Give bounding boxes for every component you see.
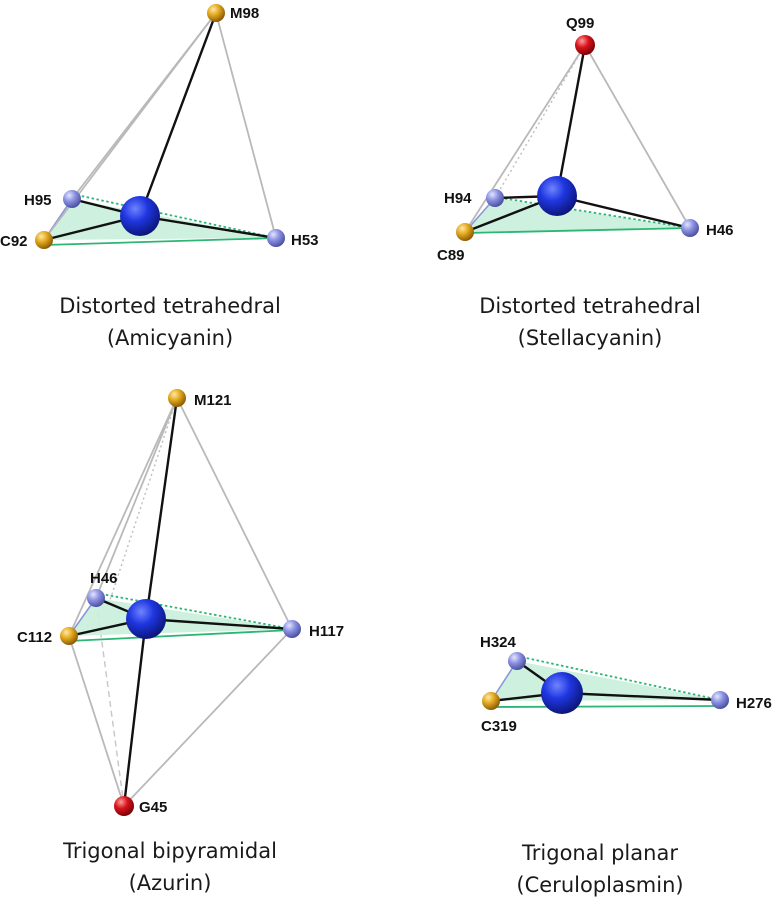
plane-edge — [464, 227, 691, 234]
nitrogen-atom — [283, 620, 301, 638]
caption-azurin: Trigonal bipyramidal (Azurin) — [20, 835, 320, 899]
bipyramid-edge — [123, 628, 293, 807]
caption-ceruloplasmin: Trigonal planar (Ceruloplasmin) — [450, 837, 750, 901]
caption-stellacyanin: Distorted tetrahedral (Stellacyanin) — [440, 290, 740, 354]
geometry-name: Distorted tetrahedral — [479, 294, 701, 318]
atom-label: C112 — [17, 629, 52, 646]
bond — [144, 396, 179, 621]
geometry-name: Distorted tetrahedral — [59, 294, 281, 318]
panel-azurin: M121 H46 C112 H117 G45 — [17, 389, 344, 816]
plane-edge — [68, 629, 293, 642]
sulfur-atom — [207, 4, 225, 22]
atom-label: M121 — [194, 392, 232, 409]
bipyramid-edge — [176, 397, 293, 630]
bond — [555, 194, 692, 230]
coordination-plane — [465, 198, 690, 232]
protein-name: (Stellacyanin) — [517, 326, 663, 350]
atom-label: H46 — [90, 570, 118, 587]
protein-name: (Amicyanin) — [106, 326, 234, 350]
atom-label: C92 — [0, 233, 28, 250]
coordination-plane — [69, 598, 292, 636]
atom-label: H46 — [706, 222, 734, 239]
nitrogen-atom — [63, 190, 81, 208]
atom-label: H324 — [480, 634, 517, 651]
sulfur-atom — [456, 223, 474, 241]
sulfur-atom — [168, 389, 186, 407]
copper-atom — [120, 196, 160, 236]
tetrahedron-edge — [464, 44, 586, 233]
bond — [138, 11, 218, 218]
geometry-name: Trigonal bipyramidal — [63, 839, 277, 863]
protein-name: (Ceruloplasmin) — [516, 873, 684, 897]
atom-label: G45 — [139, 799, 167, 816]
oxygen-atom — [575, 35, 595, 55]
copper-atom — [541, 672, 583, 714]
copper-atom — [126, 599, 166, 639]
panel-ceruloplasmin: H324 C319 H276 — [480, 634, 772, 735]
atom-label: H276 — [736, 695, 772, 712]
bond — [122, 617, 148, 808]
atom-label: H95 — [24, 192, 52, 209]
sulfur-atom — [482, 692, 500, 710]
bond — [555, 43, 587, 198]
atom-label: H53 — [291, 232, 319, 249]
protein-name: (Azurin) — [128, 871, 212, 895]
panel-amicyanin: M98 H95 C92 H53 — [0, 4, 319, 250]
bond — [138, 214, 278, 240]
atom-label: M98 — [230, 5, 259, 22]
plane-edge — [43, 237, 277, 246]
atom-label: C89 — [437, 247, 465, 264]
sulfur-atom — [35, 231, 53, 249]
tetrahedron-edge — [584, 44, 691, 229]
nitrogen-atom — [87, 589, 105, 607]
nitrogen-atom — [711, 691, 729, 709]
atom-label: H94 — [444, 190, 472, 207]
caption-amicyanin: Distorted tetrahedral (Amicyanin) — [20, 290, 320, 354]
copper-atom — [537, 176, 577, 216]
bipyramid-edge — [68, 397, 178, 637]
plane-edge — [95, 592, 293, 630]
panel-stellacyanin: Q99 H94 C89 H46 — [437, 15, 734, 264]
nitrogen-atom — [508, 652, 526, 670]
geometry-name: Trigonal planar — [522, 841, 678, 865]
sulfur-atom — [60, 627, 78, 645]
atom-label: H117 — [309, 623, 344, 640]
nitrogen-atom — [267, 229, 285, 247]
nitrogen-atom — [486, 189, 504, 207]
bond — [560, 691, 722, 702]
bipyramid-edge — [68, 635, 125, 807]
bipyramid-edge — [109, 397, 178, 601]
nitrogen-atom — [681, 219, 699, 237]
bipyramid-edge — [95, 397, 178, 599]
tetrahedron-edge — [215, 12, 277, 239]
plane-edge — [490, 705, 721, 708]
atom-label: Q99 — [566, 15, 594, 32]
bond — [144, 617, 294, 631]
atom-label: C319 — [481, 718, 517, 735]
oxygen-atom — [114, 796, 134, 816]
